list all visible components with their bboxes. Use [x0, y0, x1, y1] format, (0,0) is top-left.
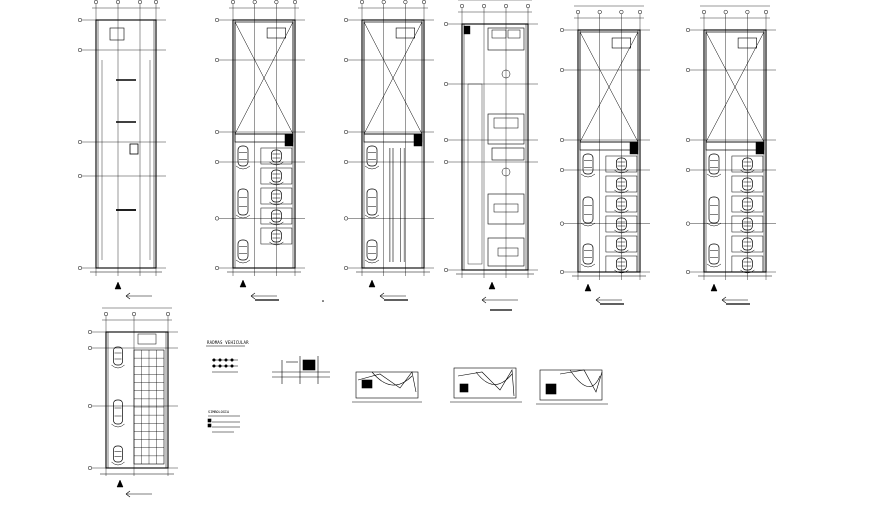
car-symbol	[740, 257, 755, 274]
plan-7	[87, 307, 178, 498]
car-symbol	[269, 169, 284, 186]
car-symbol	[580, 196, 596, 227]
car-symbol	[111, 346, 125, 369]
car-symbol	[614, 237, 629, 254]
plan-panels	[77, 0, 776, 498]
detail-section-1	[272, 356, 330, 384]
speck	[322, 300, 324, 302]
legend-heading: RADMAS VEHICULAR	[207, 340, 249, 345]
car-symbol	[364, 239, 380, 264]
detail-section-4	[536, 369, 608, 405]
car-symbol	[740, 197, 755, 214]
car-symbol	[614, 197, 629, 214]
car-symbol	[706, 243, 722, 268]
car-symbol	[235, 239, 251, 264]
car-symbol	[706, 196, 722, 227]
car-symbol	[740, 217, 755, 234]
car-symbol	[269, 209, 284, 226]
plan-6	[685, 5, 776, 305]
car-symbol	[706, 153, 722, 178]
detail-section-3	[450, 367, 522, 403]
car-symbol	[614, 177, 629, 194]
car-symbol	[364, 145, 380, 170]
car-symbol	[614, 257, 629, 274]
car-symbol	[269, 229, 284, 246]
car-symbol	[614, 157, 629, 174]
legend-block: RADMAS VEHICULAR SIMBOLOGIA	[206, 340, 249, 433]
legend-subheading: SIMBOLOGIA	[208, 410, 230, 414]
car-symbol	[269, 149, 284, 166]
car-symbol	[740, 157, 755, 174]
car-symbol	[111, 399, 125, 428]
car-symbol	[614, 217, 629, 234]
car-symbol	[580, 153, 596, 178]
plan-2	[214, 0, 305, 301]
car-symbol	[740, 177, 755, 194]
car-symbol	[235, 188, 251, 219]
car-symbol	[235, 145, 251, 170]
plan-1	[77, 0, 166, 300]
plan-5	[559, 5, 650, 305]
plan-3	[343, 0, 434, 301]
plan-4	[443, 0, 538, 311]
detail-section-2	[352, 371, 422, 403]
car-symbol	[740, 237, 755, 254]
car-symbol	[269, 189, 284, 206]
car-symbol	[111, 445, 125, 466]
car-symbol	[364, 188, 380, 219]
car-symbol	[580, 243, 596, 268]
